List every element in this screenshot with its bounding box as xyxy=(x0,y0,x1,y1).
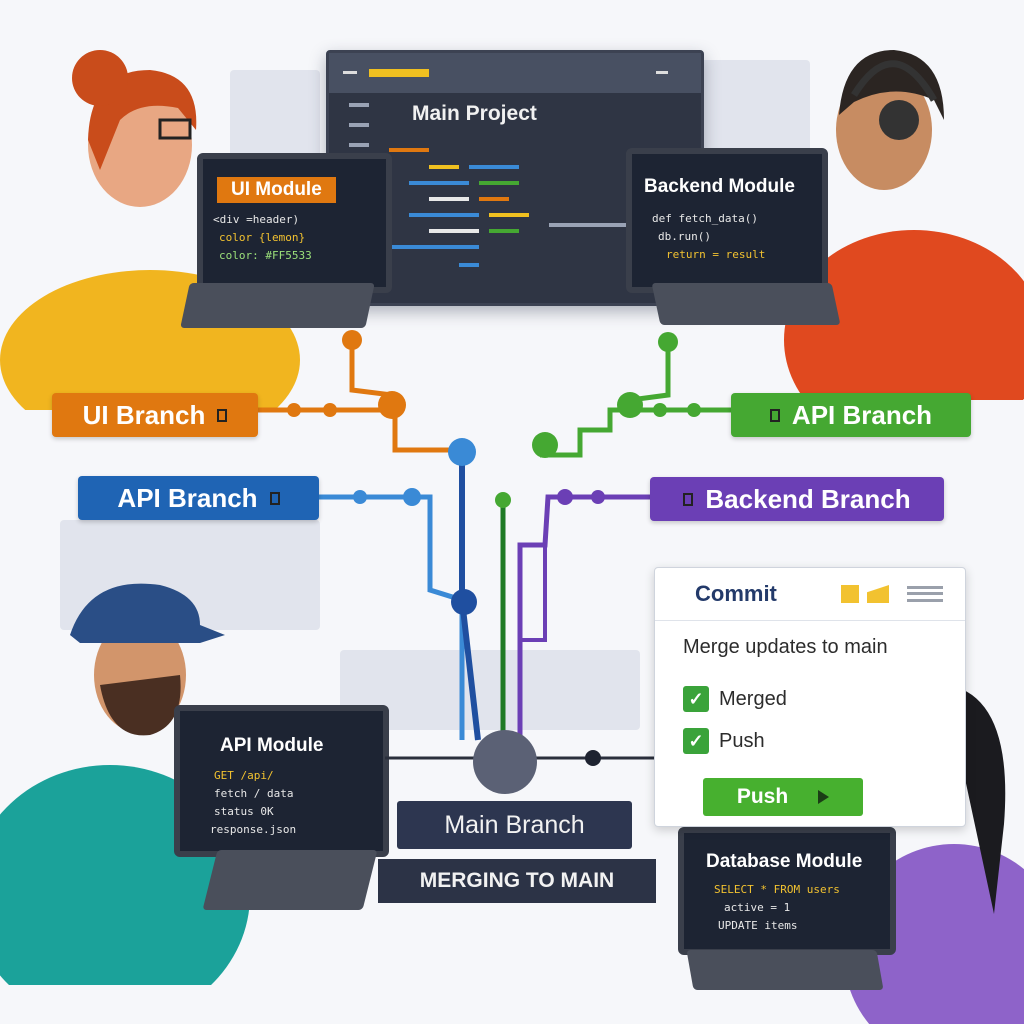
square-icon xyxy=(269,491,280,505)
ui-code-line: color {lemon} xyxy=(219,231,306,244)
ui-branch-dot xyxy=(287,403,301,417)
backend-branch-side xyxy=(522,545,547,642)
api-green-dot xyxy=(687,403,701,417)
monitor-code-lines xyxy=(343,69,668,267)
api-branch-text-blue: API Branch xyxy=(117,482,258,513)
ui-module-title: UI Module xyxy=(217,177,336,203)
push-button[interactable]: Push xyxy=(703,778,863,816)
api-green-dot xyxy=(495,492,511,508)
backend-branch-dot xyxy=(557,489,573,505)
api-branch-text-green: API Branch xyxy=(791,399,933,430)
merged-check-label: Merged xyxy=(719,687,787,710)
backend-code-line: db.run() xyxy=(658,230,711,243)
ui-branch-text: UI Branch xyxy=(82,399,206,430)
api-blue-merge-dot xyxy=(448,438,476,466)
ui-branch-start-dot xyxy=(342,330,362,350)
commit-message: Merge updates to main xyxy=(683,636,888,658)
ui-branch-label: UI Branch xyxy=(52,393,258,437)
api-green-branch-stub xyxy=(629,345,671,403)
api-code-line: response.json xyxy=(210,823,297,836)
checkmark-icon[interactable]: ✓ xyxy=(683,686,709,712)
commit-panel-header: Commit xyxy=(655,568,965,621)
backend-branch-line xyxy=(517,494,650,740)
database-code-line: UPDATE items xyxy=(718,919,798,932)
ui-branch-stub xyxy=(349,343,393,398)
backend-branch-dot xyxy=(591,490,605,504)
main-project-title: Main Project xyxy=(412,102,537,125)
ui-branch-merge-dot xyxy=(378,391,406,419)
api-green-merge-dot xyxy=(617,392,643,418)
api-branch-label-green: API Branch xyxy=(731,393,971,437)
commit-panel: Commit Merge updates to main ✓ Merged ✓ … xyxy=(654,567,966,827)
push-check-label: Push xyxy=(719,729,765,752)
ui-code-line: <div =header) xyxy=(213,213,300,226)
api-blue-branch-line xyxy=(319,494,465,740)
menu-icon[interactable] xyxy=(907,586,943,602)
backend-module-title: Backend Module xyxy=(644,176,795,197)
backend-branch-label: Backend Branch xyxy=(650,477,944,521)
api-branch-label-blue: API Branch xyxy=(78,476,319,520)
merged-check-row[interactable]: ✓ Merged xyxy=(683,686,787,712)
api-green-merge-dot xyxy=(532,432,558,458)
square-icon xyxy=(683,492,694,506)
folder-open-icon xyxy=(867,585,889,603)
database-module-title: Database Module xyxy=(706,851,863,872)
api-code-line: GET /api/ xyxy=(214,769,274,782)
api-code-line: status 0K xyxy=(214,805,274,818)
api-blue-merge-dot xyxy=(451,589,477,615)
backend-developer-figure xyxy=(784,50,1024,400)
main-branch-label: Main Branch xyxy=(397,801,632,849)
push-check-row[interactable]: ✓ Push xyxy=(683,728,765,754)
backend-code-line: def fetch_data() xyxy=(652,212,758,225)
push-button-label: Push xyxy=(736,785,789,808)
database-code-line: active = 1 xyxy=(724,901,791,914)
background-window xyxy=(340,650,640,730)
ui-branch-dot xyxy=(323,403,337,417)
square-icon xyxy=(769,408,780,422)
square-icon xyxy=(217,408,228,422)
merging-status-label: MERGING TO MAIN xyxy=(378,859,656,903)
commit-title: Commit xyxy=(695,581,777,606)
api-code-line: fetch / data xyxy=(214,787,294,800)
checkmark-icon[interactable]: ✓ xyxy=(683,728,709,754)
api-blue-dot xyxy=(353,490,367,504)
backend-branch-text: Backend Branch xyxy=(705,483,911,514)
api-green-dot xyxy=(653,403,667,417)
backend-code-line: return = result xyxy=(666,248,766,261)
main-merge-node xyxy=(473,730,537,794)
play-icon xyxy=(818,790,830,804)
folder-icon xyxy=(841,585,859,603)
api-module-title: API Module xyxy=(220,735,324,756)
database-code-line: SELECT * FROM users xyxy=(714,883,840,896)
api-blue-dot xyxy=(403,488,421,506)
ui-code-line: color: #FF5533 xyxy=(219,249,312,262)
database-laptop-screen: Database Module SELECT * FROM users acti… xyxy=(678,827,896,955)
main-branch-dot xyxy=(585,750,601,766)
api-green-start-dot xyxy=(658,332,678,352)
